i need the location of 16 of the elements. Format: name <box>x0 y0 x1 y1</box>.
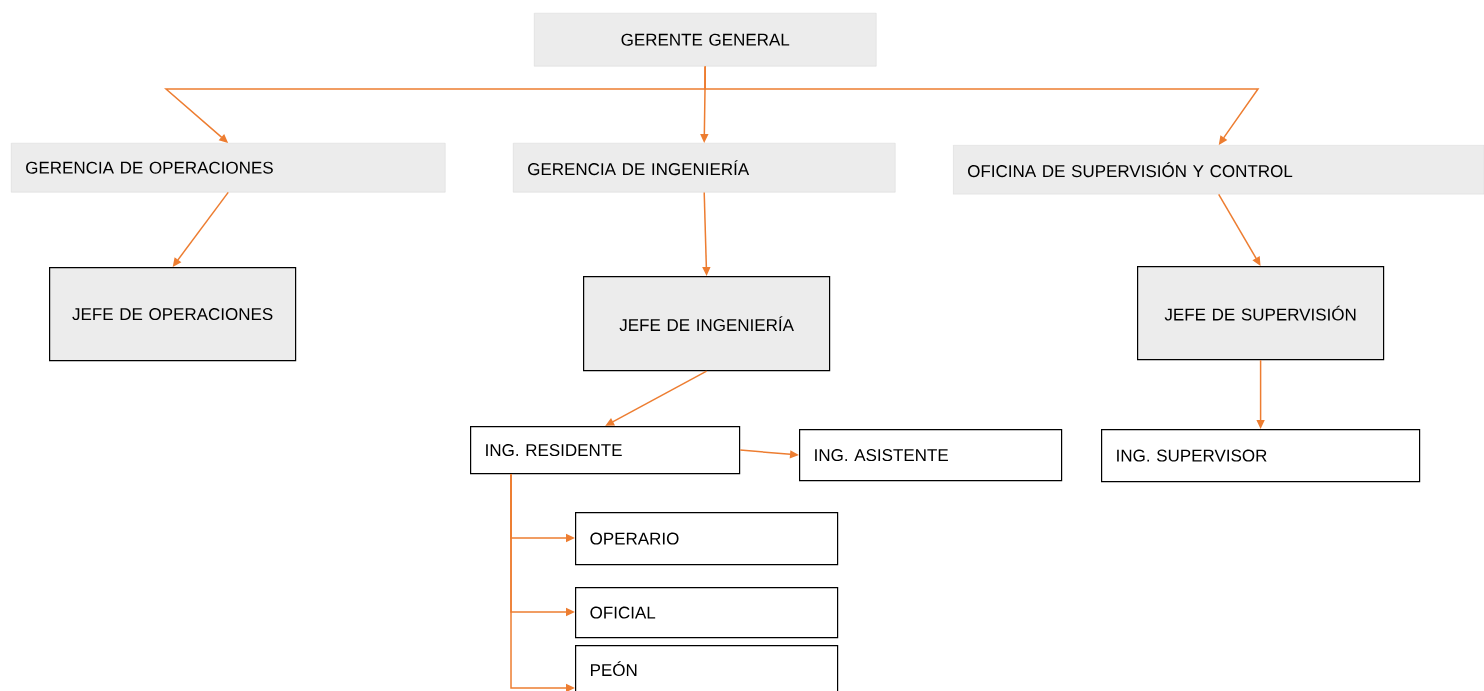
position-box: ING. ASISTENTE <box>799 429 1063 482</box>
position-box: ING. SUPERVISOR <box>1101 429 1421 483</box>
header-band: GERENCIA DE INGENIERÍA <box>513 143 896 193</box>
position-box: JEFE DE INGENIERÍA <box>583 276 831 372</box>
position-box: ING. RESIDENTE <box>470 426 741 475</box>
position-box: PEÓN <box>575 645 839 691</box>
header-band: GERENCIA DE OPERACIONES <box>11 143 446 193</box>
connector-arrow <box>172 191 229 267</box>
connector-arrow <box>1217 193 1261 266</box>
position-box: JEFE DE OPERACIONES <box>49 267 297 362</box>
connector-arrow <box>704 65 1260 145</box>
header-band: GERENTE GENERAL <box>534 13 877 67</box>
position-box: OPERARIO <box>575 512 839 566</box>
header-band: OFICINA DE SUPERVISIÓN Y CONTROL <box>953 145 1484 195</box>
position-box: JEFE DE SUPERVISIÓN <box>1137 266 1385 361</box>
position-box: OFICIAL <box>575 587 839 639</box>
